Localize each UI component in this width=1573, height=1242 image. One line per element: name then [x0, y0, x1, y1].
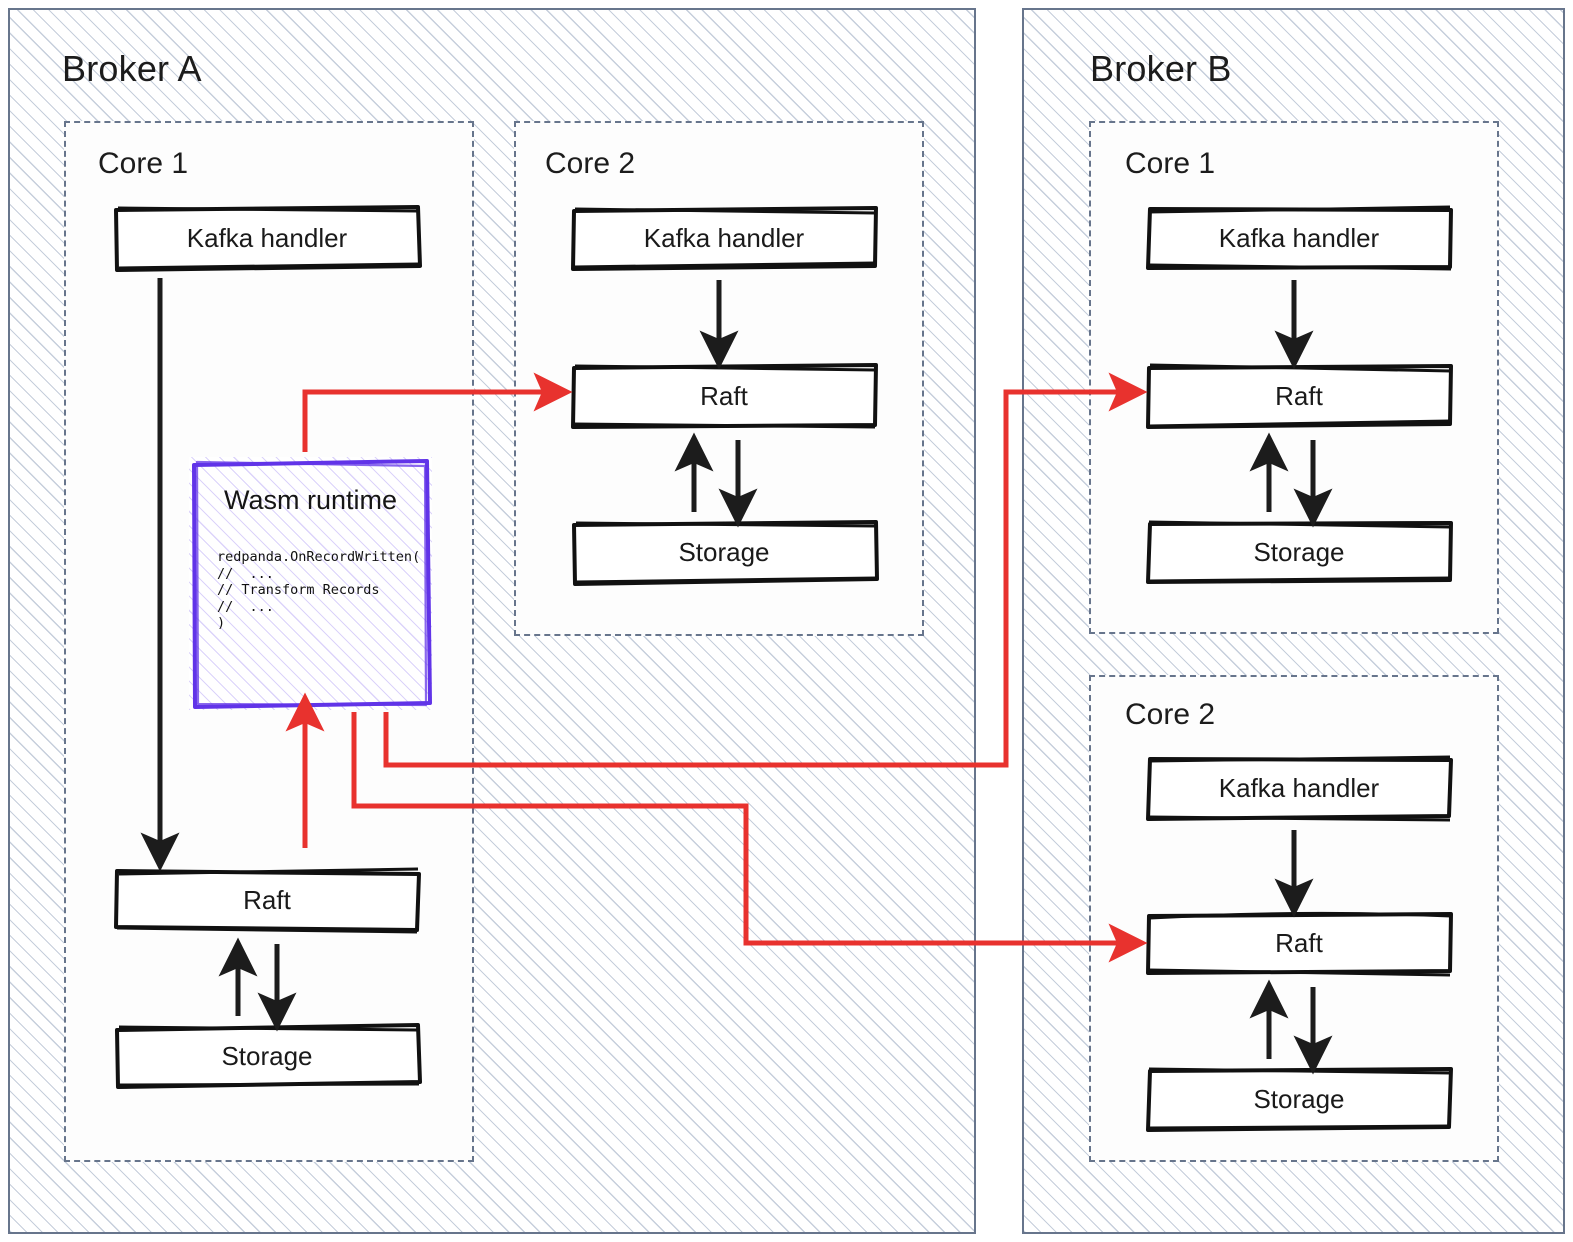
broker-a-core-1-title: Core 1	[98, 147, 189, 180]
broker-a-core2-raft: Raft	[570, 362, 878, 430]
node-label: Storage	[1253, 536, 1345, 567]
broker-a-core2-kafka-handler: Kafka handler	[570, 204, 878, 272]
broker-b-core1-raft: Raft	[1145, 362, 1453, 430]
node-label: Raft	[243, 884, 291, 915]
broker-a-core-2-title: Core 2	[545, 147, 636, 180]
node-label: Raft	[700, 380, 748, 411]
broker-a-core1-storage: Storage	[113, 1022, 422, 1090]
node-label: Storage	[678, 536, 770, 567]
node-label: Kafka handler	[1218, 222, 1380, 253]
broker-b-core1-kafka-handler: Kafka handler	[1145, 204, 1453, 272]
wasm-runtime-code: redpanda.OnRecordWritten( // ... // Tran…	[217, 549, 421, 631]
broker-b-core2-kafka-handler: Kafka handler	[1145, 754, 1453, 822]
broker-b-title: Broker B	[1090, 48, 1232, 89]
broker-a-core1-raft: Raft	[113, 866, 421, 934]
broker-a-core1-kafka-handler: Kafka handler	[113, 204, 422, 272]
broker-b-core2-storage: Storage	[1145, 1065, 1453, 1133]
node-label: Kafka handler	[643, 222, 805, 253]
broker-a-core2-storage: Storage	[570, 518, 879, 586]
node-label: Storage	[221, 1040, 313, 1071]
node-label: Kafka handler	[186, 222, 348, 253]
node-label: Raft	[1275, 927, 1323, 958]
broker-b-core2-raft: Raft	[1145, 909, 1453, 977]
node-label: Storage	[1253, 1083, 1345, 1114]
broker-b-core1-storage: Storage	[1145, 518, 1453, 586]
broker-b-core-1-title: Core 1	[1125, 147, 1216, 180]
broker-b-core-2-title: Core 2	[1125, 698, 1216, 731]
broker-a-title: Broker A	[62, 48, 202, 89]
node-label: Kafka handler	[1218, 772, 1380, 803]
wasm-runtime-box: Wasm runtime redpanda.OnRecordWritten( /…	[189, 457, 432, 710]
wasm-runtime-title: Wasm runtime	[223, 485, 398, 515]
node-label: Raft	[1275, 380, 1323, 411]
